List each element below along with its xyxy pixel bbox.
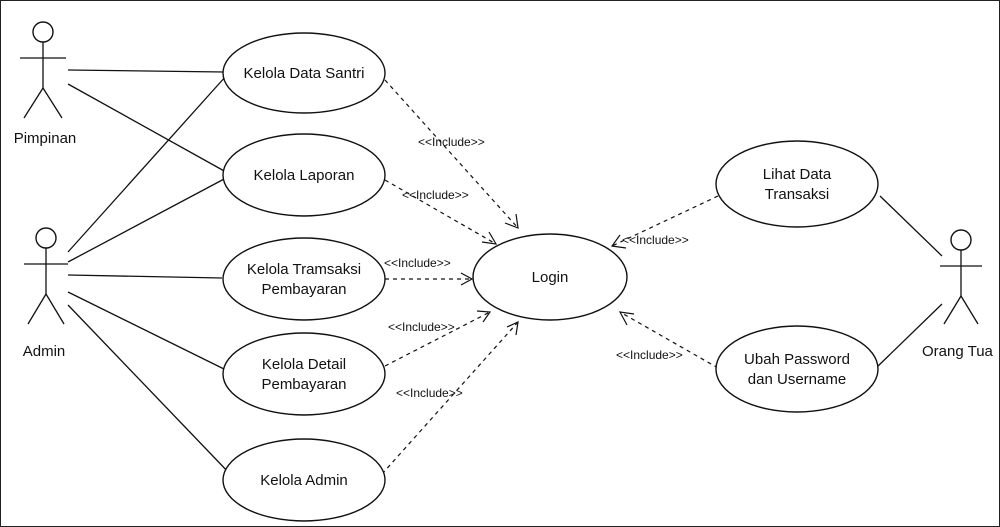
usecase-login[interactable]: Login: [472, 233, 628, 321]
actor-orang-tua-label: Orang Tua: [922, 343, 994, 360]
actor-admin-leg-right: [45, 293, 65, 325]
usecase-kelola-detail-ellipse[interactable]: [222, 332, 386, 416]
include-labels: <<Include>> <<Include>> <<Include>> <<In…: [384, 135, 689, 400]
usecase-kelola-data-santri[interactable]: Kelola Data Santri: [222, 32, 386, 114]
actor-orang-tua-leg-left: [943, 295, 962, 325]
assoc-admin-transaksi: [67, 274, 223, 279]
include-arrow-kelola-admin: [506, 320, 519, 336]
assoc-admin-detail: [67, 291, 227, 371]
include-arrow-lihat-transaksi: [610, 234, 627, 249]
actor-admin-leg-left: [27, 293, 47, 325]
usecase-kelola-admin-label: Kelola Admin: [260, 472, 348, 489]
assoc-pimpinan-data-santri: [67, 69, 225, 73]
usecase-kelola-transaksi-label-line1: Kelola Tramsaksi: [247, 261, 361, 278]
include-arrow-data-santri: [504, 213, 519, 229]
usecase-kelola-laporan[interactable]: Kelola Laporan: [222, 133, 386, 217]
include-label-detail: <<Include>>: [388, 320, 455, 334]
usecase-ubah-password-ellipse[interactable]: [715, 325, 879, 413]
usecase-kelola-transaksi-label-line2: Pembayaran: [261, 281, 346, 298]
usecase-lihat-transaksi[interactable]: Lihat Data Transaksi: [715, 140, 879, 228]
include-line-kelola-admin: [381, 321, 519, 475]
actor-pimpinan-head: [32, 21, 54, 43]
include-arrow-transaksi: [460, 272, 474, 286]
actor-orang-tua-head: [950, 229, 972, 251]
include-line-ubah-password: [619, 311, 719, 369]
actor-admin-label: Admin: [23, 343, 66, 360]
include-label-transaksi: <<Include>>: [384, 256, 451, 270]
include-arrow-ubah-password: [618, 311, 635, 326]
include-label-lihat-transaksi: <<Include>>: [622, 233, 689, 247]
assoc-pimpinan-laporan: [67, 83, 227, 173]
actor-orang-tua-leg-right: [960, 295, 979, 325]
usecase-kelola-detail-label-line1: Kelola Detail: [262, 356, 346, 373]
associations: [67, 69, 943, 477]
include-dependencies: [381, 79, 719, 475]
usecase-kelola-data-santri-label: Kelola Data Santri: [244, 65, 365, 82]
include-arrow-detail: [476, 310, 492, 323]
actor-pimpinan-leg-right: [42, 87, 63, 119]
actor-pimpinan: Pimpinan: [14, 21, 77, 147]
assoc-orangtua-lihat: [879, 195, 943, 257]
usecase-lihat-transaksi-ellipse[interactable]: [715, 140, 879, 228]
include-arrow-laporan: [481, 231, 498, 245]
include-line-data-santri: [384, 79, 519, 229]
usecase-login-label: Login: [532, 269, 569, 286]
include-label-kelola-admin: <<Include>>: [396, 386, 463, 400]
actor-pimpinan-label: Pimpinan: [14, 130, 77, 147]
assoc-admin-kelola-admin: [67, 304, 233, 477]
usecase-kelola-admin-ellipse[interactable]: [222, 438, 386, 522]
usecase-kelola-transaksi-ellipse[interactable]: [222, 237, 386, 321]
include-line-lihat-transaksi: [611, 195, 719, 247]
actor-orang-tua: Orang Tua: [922, 229, 994, 360]
assoc-admin-data-santri: [67, 75, 227, 253]
include-line-laporan: [384, 179, 497, 245]
usecase-kelola-data-santri-ellipse[interactable]: [222, 32, 386, 114]
include-label-ubah-password: <<Include>>: [616, 348, 683, 362]
usecase-login-ellipse[interactable]: [472, 233, 628, 321]
include-label-laporan: <<Include>>: [402, 188, 469, 202]
include-label-data-santri: <<Include>>: [418, 135, 485, 149]
actor-admin-head: [35, 227, 57, 249]
actor-admin: Admin: [23, 227, 68, 360]
usecase-kelola-transaksi[interactable]: Kelola Tramsaksi Pembayaran: [222, 237, 386, 321]
usecase-lihat-transaksi-label-line1: Lihat Data: [763, 166, 832, 183]
usecase-kelola-detail-label-line2: Pembayaran: [261, 376, 346, 393]
usecase-kelola-laporan-ellipse[interactable]: [222, 133, 386, 217]
include-line-detail: [384, 311, 491, 367]
usecase-kelola-admin[interactable]: Kelola Admin: [222, 438, 386, 522]
assoc-admin-laporan: [67, 177, 227, 263]
usecase-ubah-password-label-line1: Ubah Password: [744, 351, 850, 368]
actor-pimpinan-leg-left: [23, 87, 44, 119]
usecase-ubah-password[interactable]: Ubah Password dan Username: [715, 325, 879, 413]
usecase-kelola-laporan-label: Kelola Laporan: [254, 167, 355, 184]
assoc-orangtua-ubah: [875, 303, 943, 369]
usecase-lihat-transaksi-label-line2: Transaksi: [765, 186, 829, 203]
usecase-ubah-password-label-line2: dan Username: [748, 371, 846, 388]
usecase-kelola-detail[interactable]: Kelola Detail Pembayaran: [222, 332, 386, 416]
